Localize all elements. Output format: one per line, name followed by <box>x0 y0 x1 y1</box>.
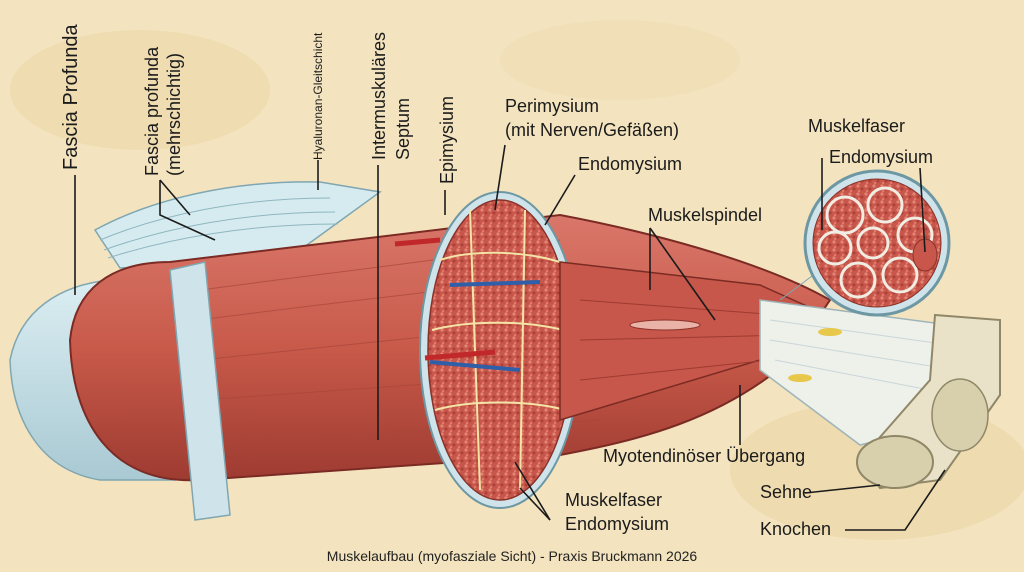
leader-lines <box>74 144 946 531</box>
label-intermuskulaer-2: Septum <box>393 97 413 160</box>
label-endomysium-top: Endomysium <box>578 154 683 174</box>
label-epimysium: Epimysium <box>437 95 457 184</box>
label-perimysium-2: (mit Nerven/Gefäßen) <box>505 120 680 140</box>
label-muskelfaser-inset: Muskelfaser <box>808 116 906 136</box>
label-fascia-profunda-multi-2: (mehrschichtig) <box>164 52 184 176</box>
label-fascia-profunda: Fascia Profunda <box>60 24 82 170</box>
label-perimysium-1: Perimysium <box>505 96 600 116</box>
label-hyaluronan: Hyaluronan-Gleitschicht <box>311 32 325 160</box>
label-myotendinoes: Myotendinöser Übergang <box>603 446 806 466</box>
figure-caption: Muskelaufbau (myofasziale Sicht) - Praxi… <box>326 548 698 564</box>
fascia-layers-shape <box>93 181 382 269</box>
label-sehne: Sehne <box>760 482 813 502</box>
septum-band-shape <box>169 261 231 521</box>
label-intermuskulaer-1: Intermuskuläres <box>369 31 389 160</box>
cross-section-shape <box>394 191 581 509</box>
label-muskelspindel: Muskelspindel <box>648 205 763 225</box>
label-fascia-profunda-multi-1: Fascia profunda <box>142 46 162 176</box>
label-muskelfaser-bottom: Muskelfaser <box>565 490 663 510</box>
label-endomysium-bottom: Endomysium <box>565 514 670 534</box>
label-endomysium-inset: Endomysium <box>829 147 934 167</box>
inset-magnified-shape <box>779 169 951 317</box>
bone-shape <box>856 313 1001 490</box>
label-knochen: Knochen <box>760 519 832 539</box>
